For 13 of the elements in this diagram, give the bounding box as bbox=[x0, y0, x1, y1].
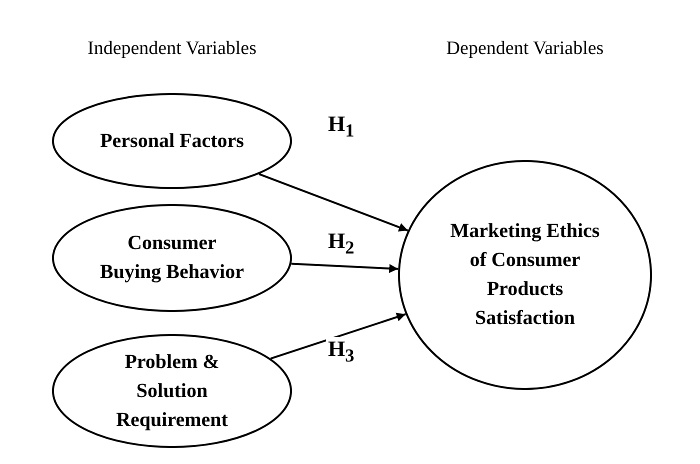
ellipse-node bbox=[52, 204, 292, 312]
ellipse-node bbox=[398, 160, 652, 390]
node-text: Personal Factors bbox=[99, 128, 245, 154]
arrow bbox=[291, 262, 398, 273]
column-heading: Independent Variables bbox=[88, 38, 256, 60]
node-text: Marketing Ethics of Consumer Products Satisfaction bbox=[450, 219, 600, 331]
arrow bbox=[270, 312, 406, 360]
ellipse-node bbox=[52, 334, 292, 448]
ellipse-node bbox=[52, 93, 292, 189]
arrow bbox=[258, 173, 408, 232]
node-text: Consumer Buying Behavior bbox=[99, 231, 245, 285]
column-heading: Dependent Variables bbox=[446, 38, 604, 60]
node-text: Problem & Solution Requirement bbox=[115, 350, 229, 432]
